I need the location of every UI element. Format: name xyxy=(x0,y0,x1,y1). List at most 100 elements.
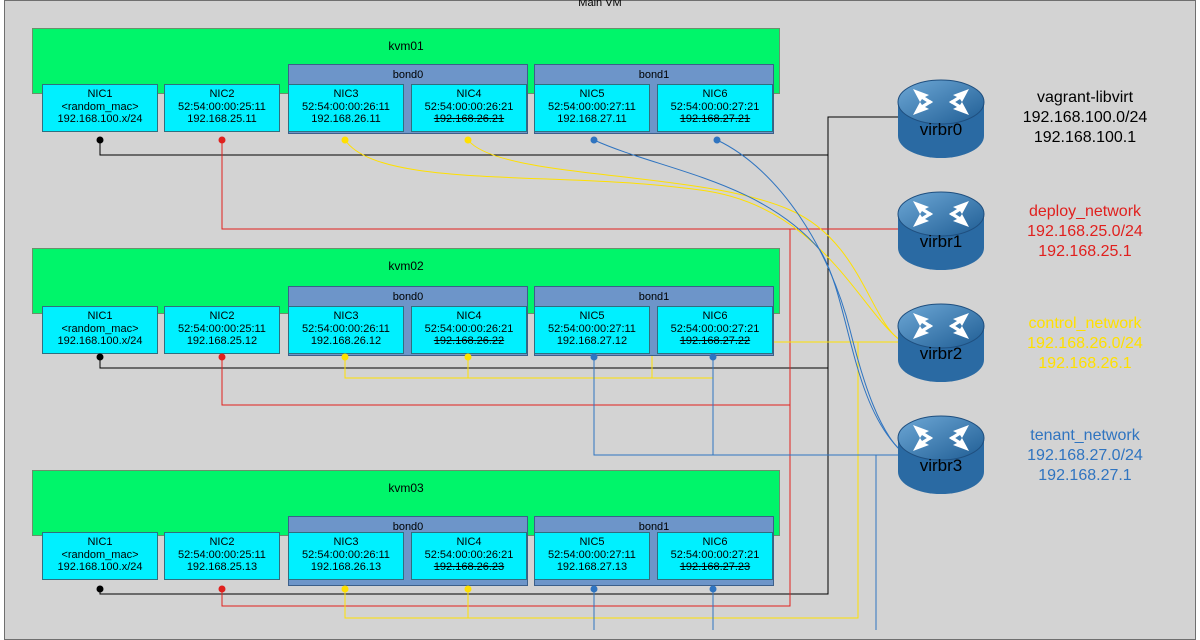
nic-label: NIC5 xyxy=(579,88,605,100)
nic-mac: 52:54:00:00:27:21 xyxy=(670,100,760,113)
nic5-kvm01: NIC5 52:54:00:00:27:11 192.168.27.11 xyxy=(534,84,650,132)
nic-label: NIC3 xyxy=(333,536,359,548)
nic4-kvm03: NIC4 52:54:00:00:26:21 192.168.26.23 xyxy=(411,532,527,580)
router-virbr2: virbr2 xyxy=(895,298,987,390)
router-icon xyxy=(897,303,985,382)
nic1-kvm03: NIC1 <random_mac> 192.168.100.x/24 xyxy=(42,532,158,580)
nic-mac: 52:54:00:00:25:11 xyxy=(178,548,266,561)
dot-kvm02-nic4 xyxy=(464,353,472,361)
nic3-kvm03: NIC3 52:54:00:00:26:11 192.168.26.13 xyxy=(288,532,404,580)
host-name: kvm02 xyxy=(388,259,424,273)
nic-mac: 52:54:00:00:27:21 xyxy=(670,548,760,561)
router-name: virbr2 xyxy=(919,344,963,363)
dot-kvm03-nic6 xyxy=(709,585,717,593)
nic5-kvm03: NIC5 52:54:00:00:27:11 192.168.27.13 xyxy=(534,532,650,580)
nic5-kvm02: NIC5 52:54:00:00:27:11 192.168.27.12 xyxy=(534,306,650,354)
router-name: virbr1 xyxy=(919,232,963,251)
dot-kvm02-nic6 xyxy=(709,353,717,361)
nic3-kvm02: NIC3 52:54:00:00:26:11 192.168.26.12 xyxy=(288,306,404,354)
nic-ip: 192.168.25.13 xyxy=(186,561,258,573)
nic-label: NIC3 xyxy=(333,310,359,322)
netinfo-deploy: deploy_network 192.168.25.0/24 192.168.2… xyxy=(985,202,1185,262)
dot-kvm02-nic5 xyxy=(590,353,598,361)
wire-kvm03-nic2-virbr1 xyxy=(221,405,791,607)
nic6-kvm02: NIC6 52:54:00:00:27:21 192.168.27.22 xyxy=(657,306,773,354)
wire-kvm01-nic6-virbr3 xyxy=(716,139,901,451)
wire-kvm02-nic1-virbr0 xyxy=(99,357,828,369)
bond-label: bond0 xyxy=(392,291,424,303)
wire-kvm02-nic2-virbr1 xyxy=(221,229,791,406)
router-virbr1: virbr1 xyxy=(895,186,987,278)
nic-ip: 192.168.27.21 xyxy=(679,113,751,125)
dot-kvm02-nic3 xyxy=(341,353,349,361)
network-gateway: 192.168.27.1 xyxy=(1038,467,1132,484)
router-virbr0: virbr0 xyxy=(895,74,987,166)
host-name: kvm01 xyxy=(388,39,424,53)
nic2-kvm03: NIC2 52:54:00:00:25:11 192.168.25.13 xyxy=(164,532,280,580)
nic-label: NIC2 xyxy=(209,536,235,548)
bond-label: bond0 xyxy=(392,69,424,81)
nic-ip: 192.168.27.12 xyxy=(556,335,628,347)
netinfo-vagrant: vagrant-libvirt 192.168.100.0/24 192.168… xyxy=(985,88,1185,148)
nic-label: NIC5 xyxy=(579,536,605,548)
nic-label: NIC3 xyxy=(333,88,359,100)
dot-kvm01-nic4 xyxy=(464,136,472,144)
dot-kvm03-nic5 xyxy=(590,585,598,593)
network-name: control_network xyxy=(1028,315,1142,332)
nic1-kvm01: NIC1 <random_mac> 192.168.100.x/24 xyxy=(42,84,158,132)
router-name: virbr3 xyxy=(919,456,963,475)
netinfo-control: control_network 192.168.26.0/24 192.168.… xyxy=(985,314,1185,374)
nic-label: NIC6 xyxy=(702,310,728,322)
nic-ip: 192.168.27.22 xyxy=(679,335,751,347)
nic-label: NIC2 xyxy=(209,310,235,322)
dot-kvm01-nic1 xyxy=(96,136,104,144)
wire-kvm01-nic3-virbr2 xyxy=(344,139,901,341)
dot-kvm02-nic2 xyxy=(218,353,226,361)
nic4-kvm02: NIC4 52:54:00:00:26:21 192.168.26.22 xyxy=(411,306,527,354)
host-name: kvm03 xyxy=(388,481,424,495)
nic-mac: 52:54:00:00:26:11 xyxy=(302,100,390,113)
nic-ip: 192.168.27.11 xyxy=(557,113,627,125)
netinfo-tenant: tenant_network 192.168.27.0/24 192.168.2… xyxy=(985,426,1185,486)
nic-mac: 52:54:00:00:26:11 xyxy=(302,322,390,335)
dot-kvm03-nic2 xyxy=(218,585,226,593)
nic-ip: 192.168.100.x/24 xyxy=(57,561,143,573)
router-name: virbr0 xyxy=(919,120,963,139)
router-icon xyxy=(897,79,985,158)
network-gateway: 192.168.100.1 xyxy=(1033,129,1137,146)
nic-label: NIC4 xyxy=(456,536,482,548)
nic1-kvm02: NIC1 <random_mac> 192.168.100.x/24 xyxy=(42,306,158,354)
router-virbr3: virbr3 xyxy=(895,410,987,502)
router-icon xyxy=(897,191,985,270)
dot-kvm01-nic5 xyxy=(590,136,598,144)
wire-kvm03-bond0-virbr2 xyxy=(344,342,859,619)
nic-ip: 192.168.27.13 xyxy=(556,561,628,573)
nic-mac: 52:54:00:00:25:11 xyxy=(178,322,266,335)
nic-ip: 192.168.100.x/24 xyxy=(57,335,143,347)
nic-label: NIC1 xyxy=(87,88,113,100)
nic2-kvm02: NIC2 52:54:00:00:25:11 192.168.25.12 xyxy=(164,306,280,354)
nic-label: NIC4 xyxy=(456,310,482,322)
nic-label: NIC1 xyxy=(87,536,113,548)
dot-kvm03-nic3 xyxy=(341,585,349,593)
nic-mac: 52:54:00:00:26:21 xyxy=(424,100,514,113)
nic-mac: 52:54:00:00:27:11 xyxy=(548,322,636,335)
nic-ip: 192.168.25.11 xyxy=(187,113,257,125)
nic-ip: 192.168.25.12 xyxy=(186,335,258,347)
dot-kvm03-nic4 xyxy=(464,585,472,593)
main-vm-title: Main VM xyxy=(578,0,622,9)
dot-kvm01-nic3 xyxy=(341,136,349,144)
bond-label: bond1 xyxy=(638,521,670,533)
nic-mac: 52:54:00:00:27:11 xyxy=(548,100,636,113)
nic-mac: <random_mac> xyxy=(61,100,139,113)
nic-mac: 52:54:00:00:26:11 xyxy=(302,548,390,561)
wire-kvm01-nic2-virbr1 xyxy=(221,140,900,230)
nic-ip: 192.168.26.21 xyxy=(433,113,505,125)
bond-label: bond1 xyxy=(638,69,670,81)
nic-mac: 52:54:00:00:26:21 xyxy=(424,322,514,335)
nic-ip: 192.168.26.12 xyxy=(310,335,382,347)
nic-ip: 192.168.26.13 xyxy=(310,561,382,573)
nic4-kvm01: NIC4 52:54:00:00:26:21 192.168.26.21 xyxy=(411,84,527,132)
network-gateway: 192.168.25.1 xyxy=(1038,243,1132,260)
dot-kvm01-nic6 xyxy=(713,136,721,144)
